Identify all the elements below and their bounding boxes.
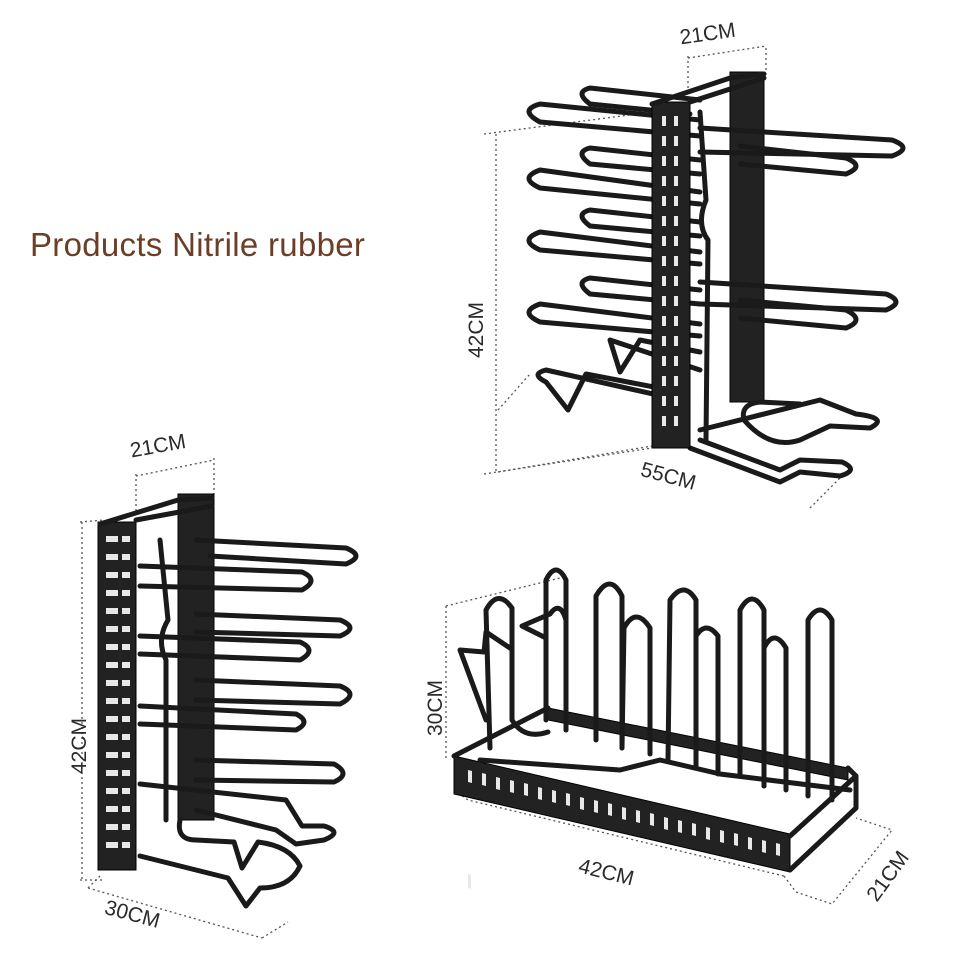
- rack-top-right-arms-right: [687, 125, 906, 485]
- rack-bottom-left: 21CM 42CM 30CM: [68, 430, 359, 939]
- product-title: Products Nitrile rubber: [30, 226, 366, 263]
- rack-top-right-front-panel: [651, 101, 691, 449]
- rack-bottom-right: 30CM 42CM 21CM: [424, 567, 914, 906]
- dim-height-label: 42CM: [465, 302, 488, 358]
- rack-bottom-left-front-panel: [97, 521, 137, 871]
- dim-length-label: 30CM: [102, 896, 162, 933]
- rack-top-right-arms-left: [526, 85, 703, 413]
- dim-height-label: 42CM: [68, 718, 91, 774]
- dim-width-label: 21CM: [128, 430, 187, 462]
- rack-bottom-right-front-panel: [453, 755, 791, 889]
- dim-height-label: 30CM: [424, 680, 447, 736]
- dim-width-label: 21CM: [678, 19, 737, 50]
- dim-width-label: 21CM: [862, 847, 914, 906]
- rack-top-right: 21CM 42CM 55CM: [465, 19, 906, 509]
- dim-length-label: 55CM: [638, 458, 698, 495]
- rack-bottom-right-dividers: [457, 567, 835, 803]
- rack-bottom-left-arms: [137, 537, 359, 909]
- rack-top-right-back-panel: [729, 71, 765, 403]
- dim-length-label: 42CM: [576, 855, 636, 891]
